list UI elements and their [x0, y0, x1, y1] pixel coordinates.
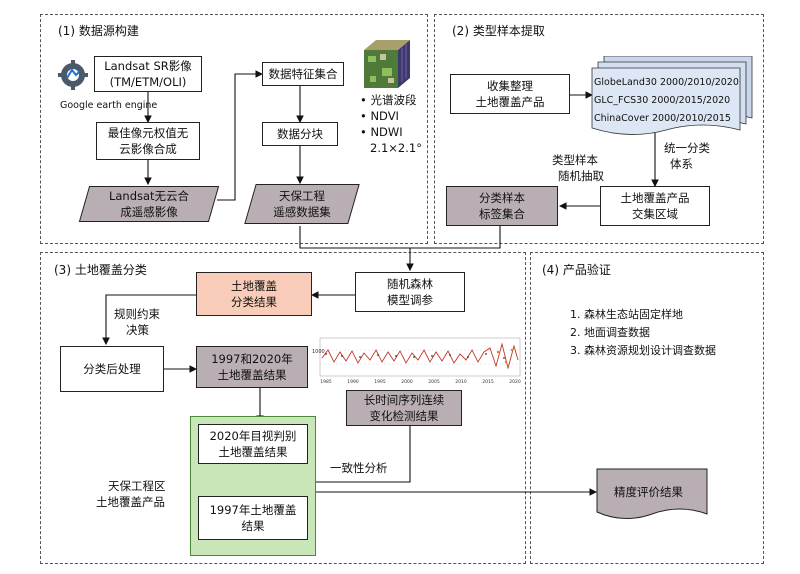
image-composite-box: 最佳像元权值无 云影像合成: [96, 122, 200, 160]
data-cube-icon: [362, 38, 414, 90]
sample-label-set-box: 分类样本 标签集合: [446, 186, 558, 226]
ts-xtick: 2000: [401, 379, 413, 385]
product-globeland30: GlobeLand30 2000/2010/2020: [594, 77, 739, 88]
validation-item-ground-survey: 2. 地面调查数据: [570, 326, 650, 339]
panel-data-source: [40, 14, 428, 244]
product-glc-fcs30: GLC_FCS30 2000/2015/2020: [594, 95, 731, 106]
tianbao-product-label: 天保工程区 土地覆盖产品: [96, 479, 166, 509]
tianbao-rs-dataset-node: 天保工程 遥感数据集: [250, 184, 354, 224]
result-1997-box: 1997年土地覆盖 结果: [198, 496, 308, 540]
unify-classification-label: 统一分类 体系: [664, 141, 710, 171]
rule-constraint-label: 规则约束 决策: [114, 307, 160, 337]
ts-xtick: 2020: [509, 379, 521, 385]
panel-title-land-cover-classification: (3) 土地覆盖分类: [54, 263, 147, 277]
validation-data-list: 1. 森林生态站固定样地 2. 地面调查数据 3. 森林资源规划设计调查数据: [570, 306, 716, 360]
feature-ndvi: • NDVI: [360, 109, 399, 123]
ts-xtick: 2010: [455, 379, 467, 385]
feature-list: • 光谱波段 • NDVI • NDWI 2.1×2.1°: [360, 92, 422, 156]
data-chunking-box: 数据分块: [262, 122, 338, 146]
feature-ndwi: • NDWI: [360, 125, 403, 139]
panel-land-cover-classification: [40, 252, 526, 564]
ts-xtick: 2005: [428, 379, 440, 385]
feature-set-box: 数据特征集合: [262, 62, 344, 86]
intersection-box: 土地覆盖产品 交集区域: [600, 186, 710, 226]
random-sampling-label: 类型样本 随机抽取: [552, 153, 604, 183]
random-forest-box: 随机森林 模型调参: [355, 272, 465, 312]
ts-xtick: 1995: [374, 379, 386, 385]
panel-title-product-validation: (4) 产品验证: [542, 263, 611, 277]
panel-product-validation: [530, 252, 764, 564]
panel-title-sample-extraction: (2) 类型样本提取: [452, 24, 545, 38]
ts-ytick: 1000: [312, 349, 325, 355]
accuracy-result-doc: 精度评价结果: [596, 468, 708, 526]
validation-item-forest-inventory: 3. 森林资源规划设计调查数据: [570, 344, 716, 357]
product-chinacover: ChinaCover 2000/2010/2015: [594, 113, 731, 124]
ts-xtick: 2015: [482, 379, 494, 385]
change-detection-box: 长时间序列连续 变化检测结果: [346, 390, 462, 426]
consistency-analysis-label: 一致性分析: [330, 461, 388, 475]
gee-gear-icon: [58, 60, 88, 90]
gee-label: Google earth engine: [60, 100, 158, 111]
result-1997-2020-box: 1997和2020年 土地覆盖结果: [196, 346, 308, 388]
cloudfree-image-node: Landsat无云合 成遥感影像: [84, 186, 214, 222]
visual-2020-box: 2020年目视判别 土地覆盖结果: [198, 424, 308, 464]
feature-spectral: • 光谱波段: [360, 93, 417, 107]
product-documents: GlobeLand30 2000/2010/2020 GLC_FCS30 200…: [590, 56, 764, 140]
post-processing-box: 分类后处理: [60, 346, 164, 392]
ts-xtick: 1990: [347, 379, 359, 385]
grid-size: 2.1×2.1°: [370, 141, 422, 155]
collect-products-box: 收集整理 土地覆盖产品: [450, 74, 570, 114]
classification-result-box: 土地覆盖 分类结果: [196, 272, 312, 316]
validation-item-eco-station: 1. 森林生态站固定样地: [570, 308, 683, 321]
panel-sample-extraction: [434, 14, 764, 244]
panel-title-data-source: (1) 数据源构建: [58, 24, 139, 38]
landsat-sr-box: Landsat SR影像 (TM/ETM/OLI): [94, 56, 202, 92]
time-series-thumbnail: 1000 1985 1990 1995 2000 2005 2010 2015 …: [312, 336, 522, 386]
ts-xtick: 1985: [320, 379, 332, 385]
